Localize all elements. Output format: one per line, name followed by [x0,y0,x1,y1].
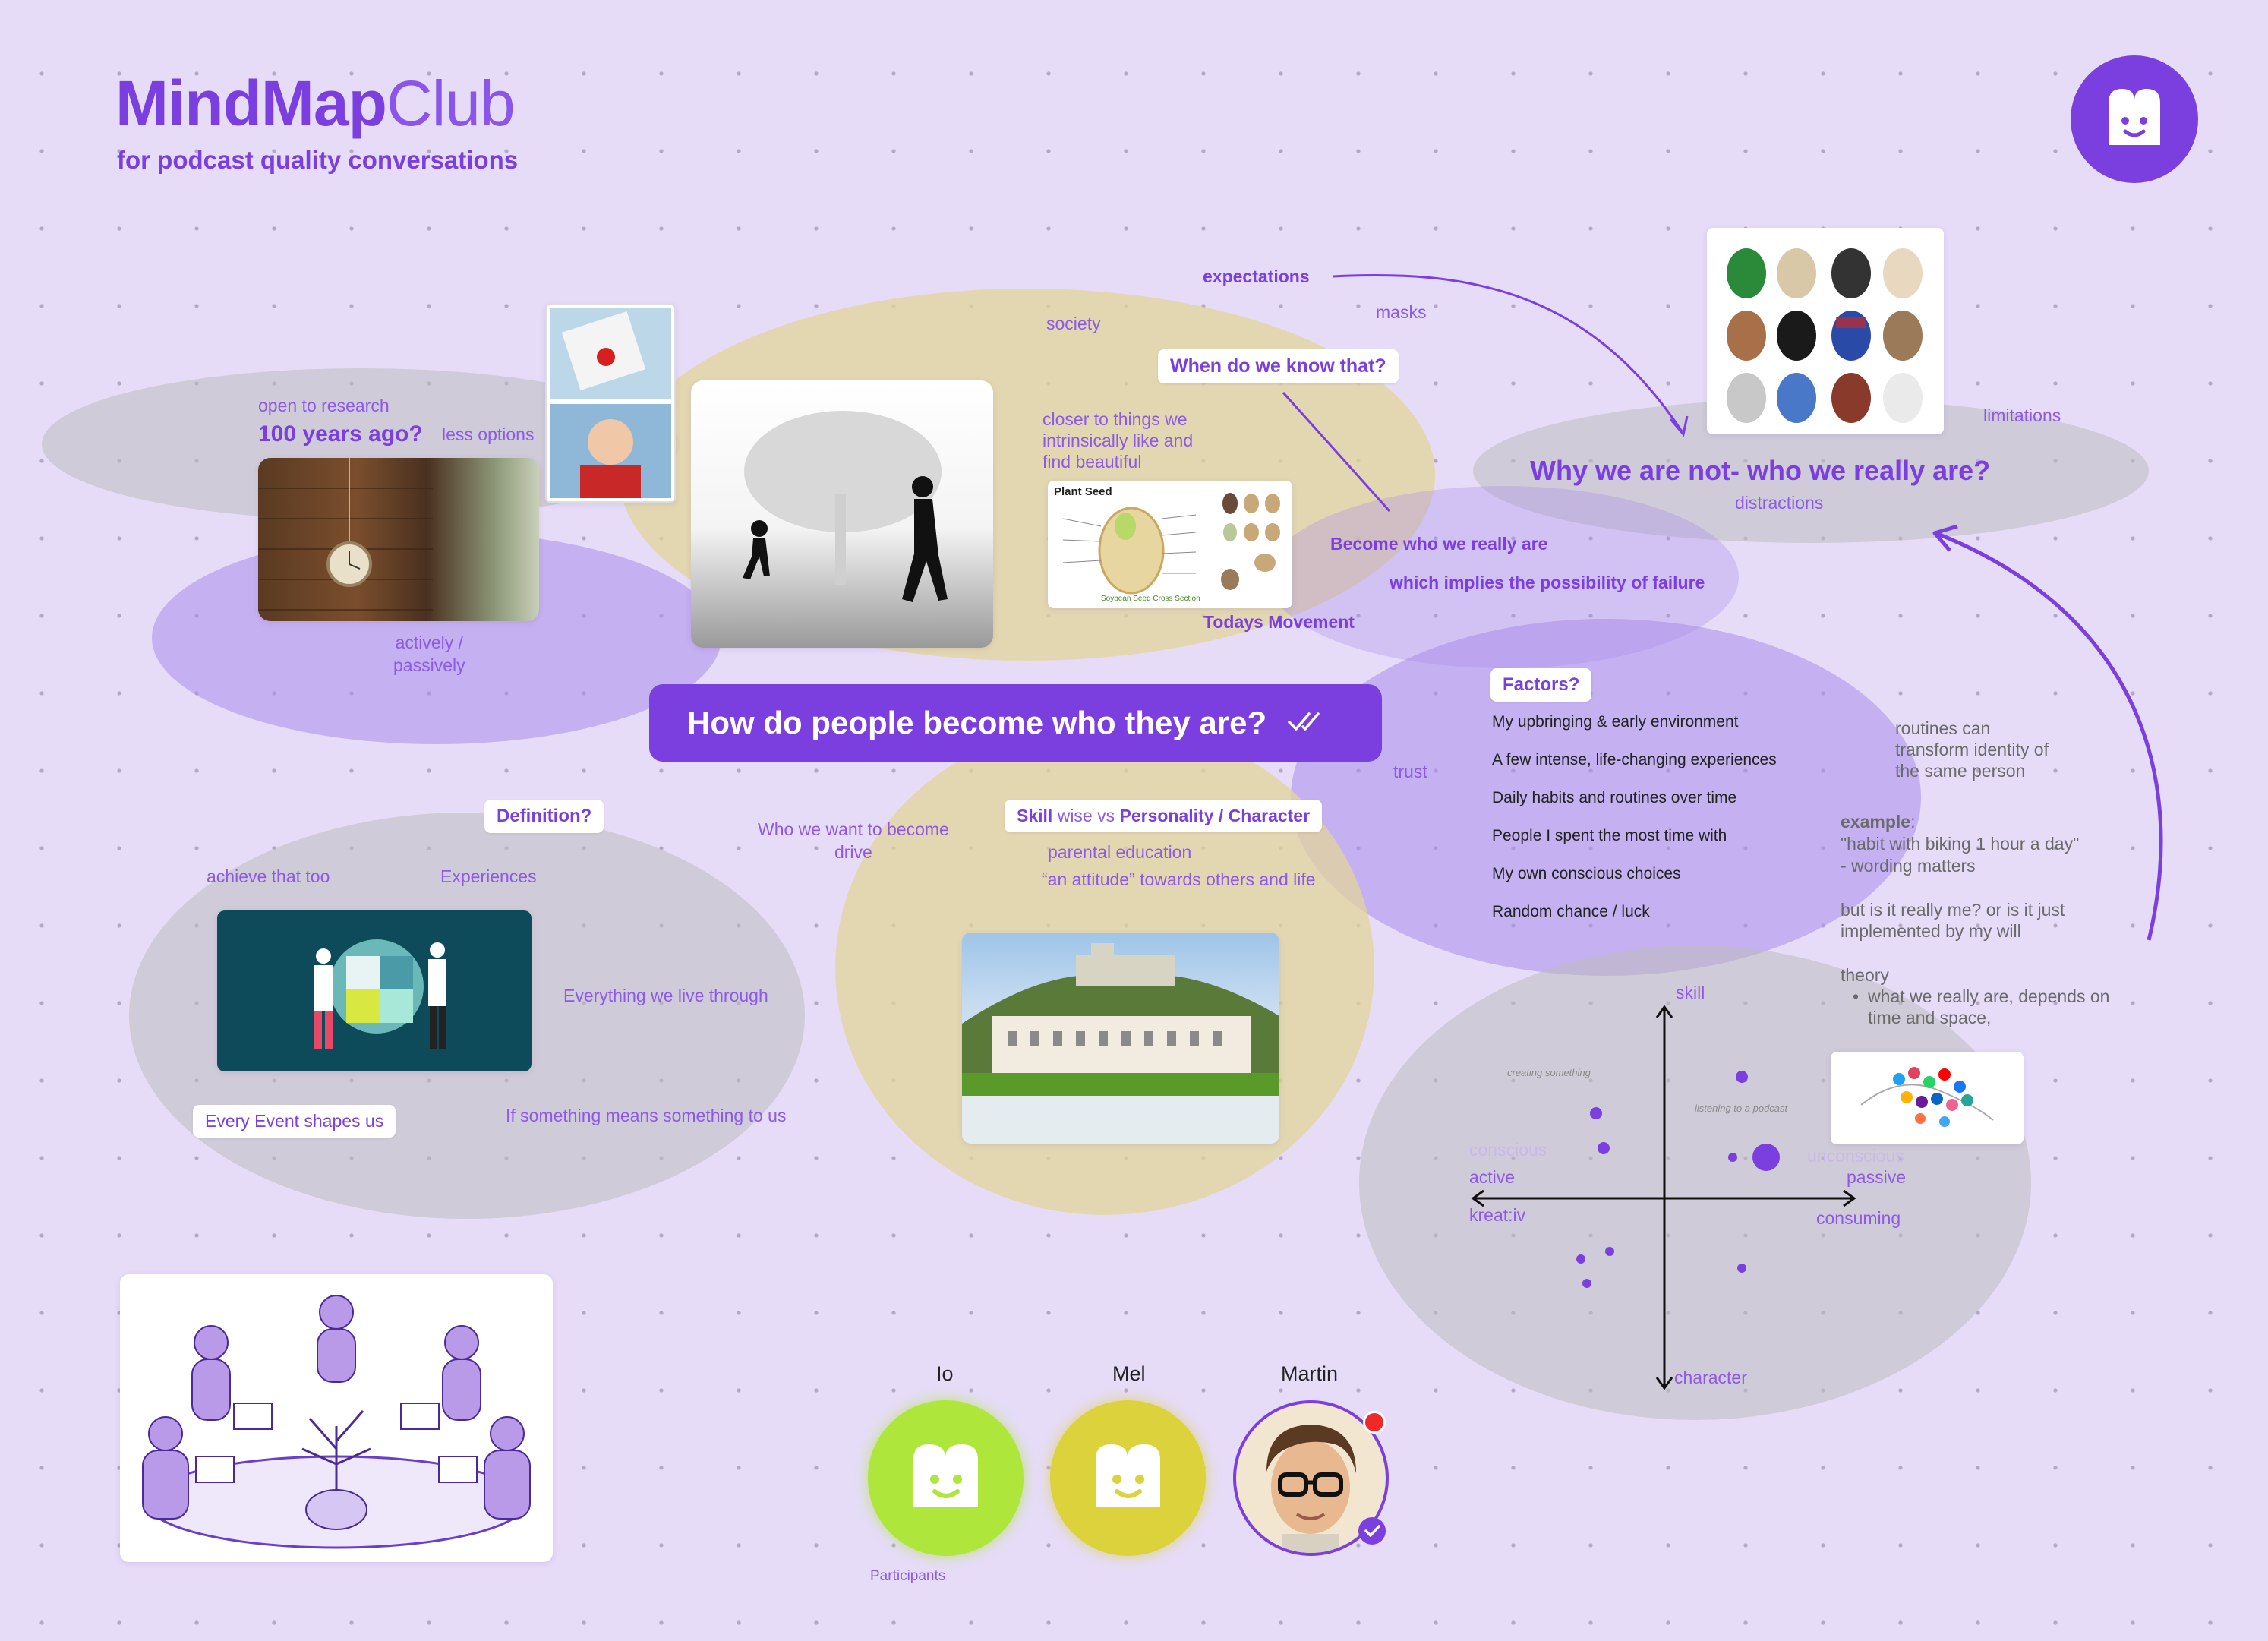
axis-label-character: character [1674,1367,1747,1389]
participant-name-martin: Martin [1281,1362,1338,1387]
live-indicator-dot [1363,1411,1386,1434]
image-podcast-round-table[interactable] [120,1274,553,1562]
image-social-icons[interactable] [1831,1052,2024,1144]
mindmap-face-icon [1050,1400,1206,1556]
axis-label-consuming: consuming [1816,1207,1901,1229]
note-listening-podcast: listening to a podcast [1695,1103,1787,1115]
participant-name-io: Io [936,1362,954,1387]
axis-label-kreativ: kreat:iv [1469,1204,1525,1226]
axis-label-skill: skill [1676,982,1705,1004]
participant-avatar-io[interactable] [868,1400,1024,1556]
axis-label-unconscious: unconscious [1807,1145,1904,1167]
participants-label: Participants [870,1567,945,1586]
axis-label-passive: passive [1847,1166,1906,1188]
axis-label-active: active [1469,1166,1515,1188]
participant-avatar-mel[interactable] [1050,1400,1206,1556]
axis-label-conscious: conscious [1469,1139,1547,1161]
participant-name-mel: Mel [1112,1362,1146,1387]
mindmap-face-icon [868,1400,1024,1556]
note-creating-something: creating something [1507,1067,1591,1079]
verified-badge-icon [1358,1517,1386,1545]
